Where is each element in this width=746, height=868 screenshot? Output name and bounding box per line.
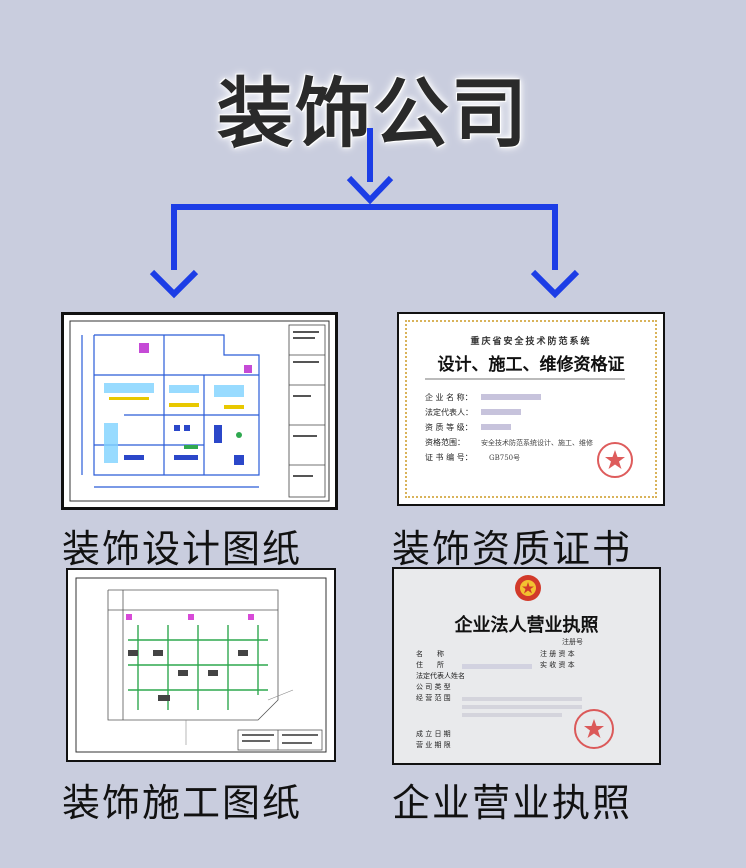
certificate-number-value: GB750号 [489,454,521,462]
construction-drawing-card [66,568,336,762]
item-label-design: 装饰设计图纸 [62,527,303,571]
certificate-range-value: 安全技术防范系统设计、施工、维修 [481,439,593,447]
license-field-label: 营 业 期 限 [416,741,451,749]
certificate-dates-line [425,378,625,380]
arrowhead-right [530,269,580,299]
license-field-label: 实 收 资 本 [540,661,575,669]
license-field-label: 住 所 [416,661,444,669]
license-left-fields: 名 称 住 所 法定代表人姓名 公 司 类 型 经 营 范 围 [416,649,465,704]
license-field-label: 成 立 日 期 [416,730,451,738]
certificate-title: 设计、施工、维修资格证 [437,355,625,375]
license-bottom-fields: 成 立 日 期 营 业 期 限 [416,729,451,751]
license-right-fields: 注 册 资 本 实 收 资 本 [540,649,575,671]
item-label-certificate: 装饰资质证书 [392,527,633,571]
blurred-value [462,664,532,669]
certificate-field-label: 资格范围： [425,438,465,447]
license-field-label: 法定代表人姓名 [416,672,465,680]
construction-floorplan-image [75,577,327,753]
blurred-value [462,705,582,709]
blurred-value [462,697,582,701]
national-emblem-icon [515,575,541,601]
certificate-field-label: 资 质 等 级： [425,423,473,432]
certificate-field-label: 企 业 名 称： [425,393,473,402]
branch-line [171,204,558,270]
item-label-license: 企业营业执照 [392,781,633,825]
design-floorplan-image [69,320,330,502]
license-reg-label: 注册号 [562,638,583,646]
red-seal-icon [574,709,614,749]
license-field-label: 经 营 范 围 [416,694,451,702]
red-seal-icon [597,442,633,478]
blurred-value [481,394,541,400]
license-field-label: 公 司 类 型 [416,683,451,691]
arrowhead-left [149,269,199,299]
license-field-label: 注 册 资 本 [540,650,575,658]
blurred-value [481,424,511,430]
arrowhead-center [346,175,394,205]
item-label-construction: 装饰施工图纸 [62,781,303,825]
connector-arrows [149,128,580,299]
blurred-value [462,713,562,717]
certificate-field-label: 证 书 编 号： [425,453,473,462]
certificate-field-label: 法定代表人： [425,408,473,417]
certificate-header: 重庆省安全技术防范系统 [470,337,592,347]
design-drawing-card [61,312,338,510]
qualification-certificate-card: 重庆省安全技术防范系统 设计、施工、维修资格证 企 业 名 称： 法定代表人： … [397,312,665,506]
certificate-border [405,320,657,498]
business-license-card: 企业法人营业执照 注册号 名 称 住 所 法定代表人姓名 公 司 类 型 经 营… [392,567,661,765]
blurred-value [481,409,521,415]
license-title: 企业法人营业执照 [454,615,599,636]
certificate-fields: 企 业 名 称： 法定代表人： 资 质 等 级： 资格范围： 证 书 编 号： [425,392,473,467]
license-field-label: 名 称 [416,650,444,658]
